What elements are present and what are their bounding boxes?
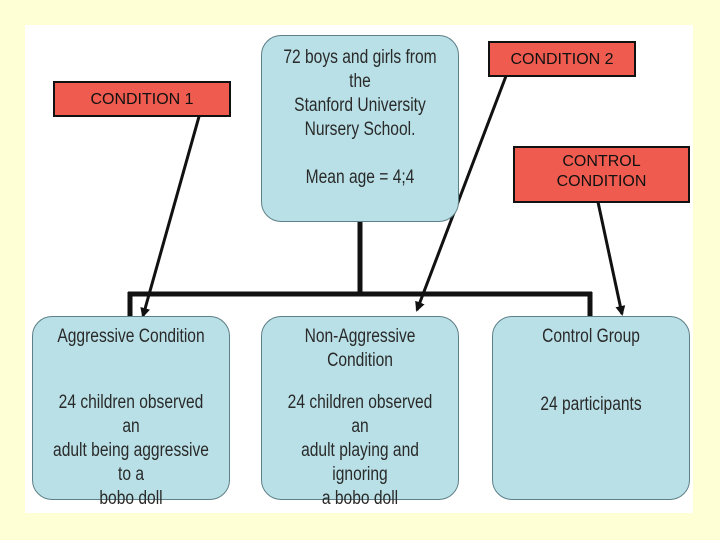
aggressive-condition-box: Aggressive Condition 24 children observe… <box>32 316 230 509</box>
group-line2: adult playing and ignoring <box>301 440 419 485</box>
arrow-condition1 <box>140 112 202 318</box>
group-line3: a bobo doll <box>321 488 399 509</box>
condition-2-text: CONDITION 2 <box>510 51 614 68</box>
participants-line3: Nursery School. <box>304 119 416 140</box>
group-title: Aggressive Condition <box>57 326 205 347</box>
condition-2-label: CONDITION 2 <box>488 41 636 77</box>
group-title: Control Group <box>542 326 640 347</box>
group-line3: bobo doll <box>99 488 163 509</box>
participants-line1: 72 boys and girls from the <box>283 47 437 92</box>
control-condition-label: CONTROL CONDITION <box>513 146 690 203</box>
non-aggressive-condition-box: Non-Aggressive Condition 24 children obs… <box>261 316 459 509</box>
arrow-control <box>596 201 626 316</box>
arrow-condition2 <box>415 75 508 312</box>
condition-1-text: CONDITION 1 <box>90 91 194 108</box>
group-line1: 24 children observed an <box>287 392 433 437</box>
group-line2: adult being aggressive to a <box>53 440 209 485</box>
control-condition-line1: CONTROL <box>562 153 641 170</box>
participants-box: 72 boys and girls from the Stanford Univ… <box>261 35 459 222</box>
control-group-box: Control Group 24 participants <box>492 316 690 500</box>
condition-1-label: CONDITION 1 <box>53 81 231 117</box>
group-line1: 24 participants <box>540 394 642 415</box>
group-title: Non-Aggressive Condition <box>304 326 416 371</box>
mean-age: Mean age = 4;4 <box>305 167 415 188</box>
control-condition-line2: CONDITION <box>556 173 647 190</box>
group-line1: 24 children observed an <box>58 392 204 437</box>
participants-line2: Stanford University <box>294 95 426 116</box>
